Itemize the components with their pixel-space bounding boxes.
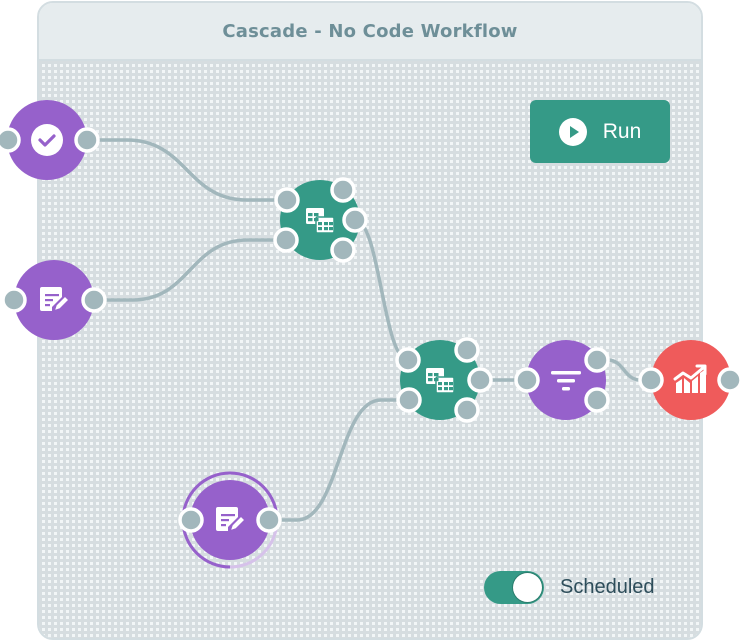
panel-header: Cascade - No Code Workflow xyxy=(39,3,701,61)
node-edit-table-2[interactable] xyxy=(178,471,282,569)
node-merge-1[interactable] xyxy=(273,177,368,263)
port-in2[interactable] xyxy=(273,227,299,253)
edge-edit-table-1-to-merge-1[interactable] xyxy=(92,238,288,302)
port-out[interactable] xyxy=(74,127,100,153)
port-out[interactable] xyxy=(81,287,107,313)
port-out[interactable] xyxy=(717,367,740,393)
port-p3[interactable] xyxy=(454,397,480,423)
port-in[interactable] xyxy=(514,367,540,393)
port-out[interactable] xyxy=(467,367,493,393)
port-in1[interactable] xyxy=(395,347,421,373)
run-button-label: Run xyxy=(602,119,642,143)
node-filter[interactable] xyxy=(514,340,610,420)
edge-merge-1-to-merge-2[interactable] xyxy=(353,218,410,362)
port-in[interactable] xyxy=(1,287,27,313)
port-p2[interactable] xyxy=(584,387,610,413)
schedule-toggle-label: Scheduled xyxy=(560,576,655,598)
port-p1[interactable] xyxy=(330,177,356,203)
port-in2[interactable] xyxy=(396,387,422,413)
port-p1[interactable] xyxy=(454,337,480,363)
node-merge-2[interactable] xyxy=(395,337,493,423)
port-p3[interactable] xyxy=(330,237,356,263)
port-in1[interactable] xyxy=(274,187,300,213)
port-out[interactable] xyxy=(584,347,610,373)
node-body[interactable] xyxy=(651,340,731,420)
port-in[interactable] xyxy=(638,367,664,393)
port-out[interactable] xyxy=(256,507,282,533)
schedule-toggle-group: Scheduled xyxy=(484,571,655,604)
node-chart[interactable] xyxy=(638,340,740,420)
tables-merge-icon xyxy=(426,368,455,394)
tables-merge-icon xyxy=(306,208,335,234)
edge-edit-table-2-to-merge-2[interactable] xyxy=(267,398,411,522)
check-circle-icon xyxy=(31,124,63,156)
port-out[interactable] xyxy=(342,207,368,233)
port-in[interactable] xyxy=(0,127,21,153)
run-button[interactable]: Run xyxy=(530,100,670,163)
toggle-knob xyxy=(513,573,542,602)
edge-validate-to-merge-1[interactable] xyxy=(85,138,289,202)
schedule-toggle[interactable] xyxy=(484,571,544,604)
page-title: Cascade - No Code Workflow xyxy=(222,20,518,42)
table-edit-icon xyxy=(40,287,71,313)
edges xyxy=(85,138,653,522)
play-icon xyxy=(558,117,587,146)
node-validate[interactable] xyxy=(0,100,100,180)
node-edit-table-1[interactable] xyxy=(1,260,107,340)
port-in[interactable] xyxy=(178,507,204,533)
filter-icon xyxy=(551,371,581,391)
chart-growth-icon xyxy=(673,364,707,393)
table-edit-icon xyxy=(216,507,247,533)
